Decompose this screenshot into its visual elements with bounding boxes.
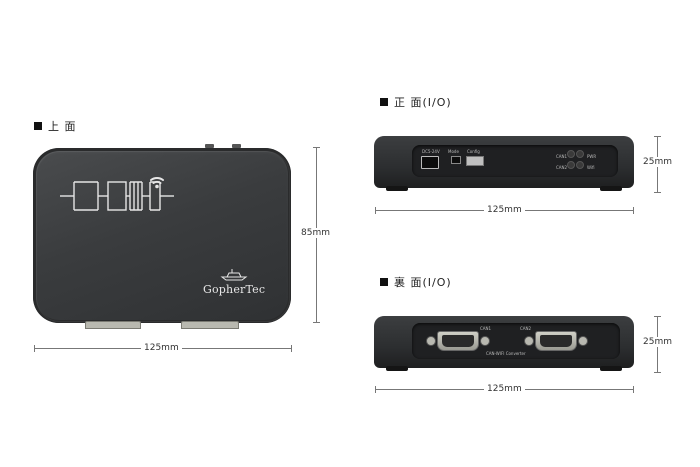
- dim-front-height: 25mm: [640, 157, 675, 167]
- db9-connector-top: [85, 321, 141, 329]
- dim-top-depth: 85mm: [298, 228, 333, 238]
- mode-switch-label: Mode: [448, 149, 459, 154]
- power-port[interactable]: [421, 156, 439, 169]
- bullet-square-icon: [380, 98, 388, 106]
- power-port-label: DC5-24V: [422, 149, 440, 154]
- brand-logo-text: GopherTec: [203, 283, 266, 296]
- dim-tick: [313, 322, 320, 323]
- bullet-square-icon: [34, 122, 42, 130]
- top-view-label: 上 面: [34, 118, 77, 134]
- db9-port-can1[interactable]: [437, 331, 479, 351]
- front-io-panel: [412, 145, 618, 177]
- dim-tick: [654, 192, 661, 193]
- db9-connector-top: [181, 321, 239, 329]
- dim-tick: [291, 345, 292, 352]
- ship-logo-icon: [220, 269, 248, 281]
- led-label-can2: CAN2: [556, 165, 568, 170]
- db9-port-can2[interactable]: [535, 331, 577, 351]
- back-caption: CAN-WIFI Converter: [486, 351, 526, 356]
- front-view-label: 正 面(I/O): [380, 94, 452, 110]
- dim-tick: [633, 207, 634, 214]
- bullet-square-icon: [380, 278, 388, 286]
- port-label-can1: CAN1: [480, 326, 492, 331]
- dim-tick: [633, 386, 634, 393]
- screw-icon: [426, 336, 436, 346]
- rubber-foot: [386, 186, 408, 191]
- led-label-can1: CAN1: [556, 154, 568, 159]
- config-dip-switch[interactable]: [466, 156, 484, 166]
- config-port-label: Config: [467, 149, 480, 154]
- dim-top-width: 125mm: [141, 343, 182, 353]
- screw-icon: [578, 336, 588, 346]
- wifi-icon: [150, 177, 164, 189]
- dim-back-height: 25mm: [640, 337, 675, 347]
- dim-front-width: 125mm: [484, 205, 525, 215]
- back-view-label: 裏 面(I/O): [380, 274, 452, 290]
- screw-icon: [480, 336, 490, 346]
- led-label-pwr: PWR: [587, 154, 597, 159]
- antenna-stub: [205, 144, 214, 148]
- port-label-can2: CAN2: [520, 326, 532, 331]
- dim-back-width: 125mm: [484, 384, 525, 394]
- led-indicator: [576, 161, 584, 169]
- dim-tick: [654, 372, 661, 373]
- led-label-wifi: Wifi: [587, 165, 595, 170]
- rubber-foot: [386, 366, 408, 371]
- rubber-foot: [600, 186, 622, 191]
- mode-switch[interactable]: [451, 156, 461, 164]
- device-top-view: [33, 148, 291, 323]
- led-indicator: [567, 161, 575, 169]
- led-indicator: [567, 150, 575, 158]
- antenna-stub: [232, 144, 241, 148]
- screw-icon: [524, 336, 534, 346]
- device-top-bevel: [36, 151, 290, 322]
- rubber-foot: [600, 366, 622, 371]
- led-indicator: [576, 150, 584, 158]
